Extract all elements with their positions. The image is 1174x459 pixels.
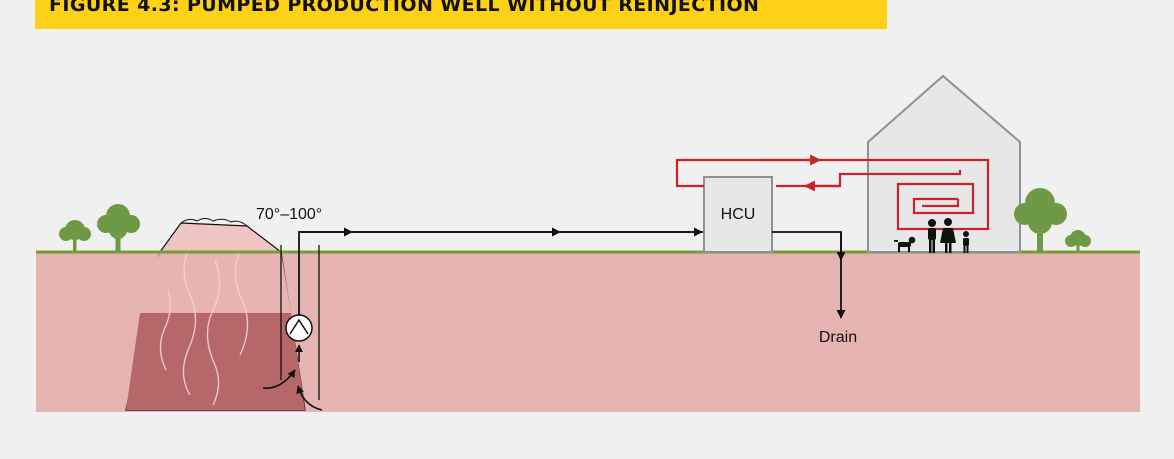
drain-pipe — [772, 231, 846, 319]
hcu-unit — [703, 176, 773, 253]
intake-arrows — [262, 344, 323, 411]
drain-label: Drain — [819, 329, 857, 346]
pump-icon — [285, 314, 313, 342]
figure-title: FIGURE 4.3: PUMPED PRODUCTION WELL WITHO… — [49, 0, 760, 16]
temperature-label: 70°–100° — [256, 206, 322, 223]
house — [867, 74, 1021, 253]
volcano — [125, 218, 306, 411]
hcu-label: HCU — [721, 206, 756, 223]
supply-pipe — [298, 227, 704, 315]
hot-water-streams — [159, 244, 249, 406]
family-icon — [928, 218, 969, 253]
heating-loop — [675, 154, 990, 231]
figure-title-banner: FIGURE 4.3: PUMPED PRODUCTION WELL WITHO… — [35, 0, 887, 29]
tree-icon — [59, 188, 1091, 252]
production-well — [280, 245, 320, 400]
dog-icon — [894, 236, 916, 252]
